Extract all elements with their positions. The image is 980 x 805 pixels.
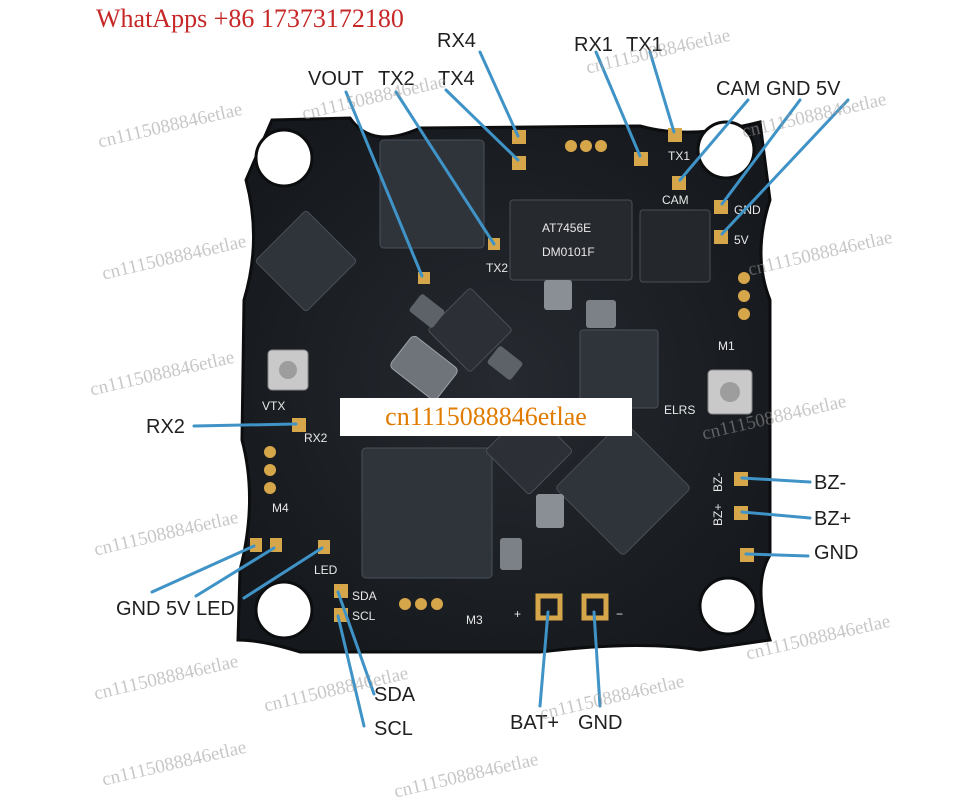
mount-hole-bottom-left xyxy=(254,580,314,640)
silk-bz-plus: BZ+ xyxy=(711,504,725,526)
silk-m4: M4 xyxy=(272,501,289,515)
callout-bz-minus: BZ- xyxy=(814,472,847,494)
silk-tx1: TX1 xyxy=(668,149,690,163)
callout-bz-plus: BZ+ xyxy=(814,508,852,530)
callout-bat-plus: BAT+ xyxy=(510,712,560,734)
callout-gnd-5v-led: GND 5V LED xyxy=(116,598,235,620)
chips xyxy=(255,139,753,579)
silk-elrs: ELRS xyxy=(664,403,695,417)
silk-led: LED xyxy=(314,563,338,577)
silk-cam: CAM xyxy=(662,193,689,207)
callout-tx1: TX1 xyxy=(626,34,663,56)
callout-rx2: RX2 xyxy=(146,416,185,438)
callout-tx4: TX4 xyxy=(438,68,475,90)
silk-scl: SCL xyxy=(352,609,376,623)
silk-bz-minus: BZ- xyxy=(711,473,725,492)
silk-vtx: VTX xyxy=(262,399,285,413)
callout-rx4: RX4 xyxy=(437,30,476,52)
mount-hole-bottom-right xyxy=(698,576,758,636)
silk-plus: + xyxy=(514,607,521,621)
silk-rx2: RX2 xyxy=(304,431,328,445)
silk-m3: M3 xyxy=(466,613,483,627)
callout-gnd-bottom: GND xyxy=(578,712,623,734)
silk-tx2: TX2 xyxy=(486,261,508,275)
callout-cam-gnd-5v: CAM GND 5V xyxy=(716,78,841,100)
callout-rx1: RX1 xyxy=(574,34,613,56)
callout-sda: SDA xyxy=(374,684,416,706)
callout-vout: VOUT xyxy=(308,68,364,90)
callout-tx2: TX2 xyxy=(378,68,415,90)
mount-hole-top-left xyxy=(254,128,314,188)
chip-marking-a: AT7456E xyxy=(542,221,591,235)
silkscreen-labels: TX1 CAM GND 5V TX2 VTX RX2 M4 M1 M3 ELRS… xyxy=(262,149,761,627)
chip-marking-b: DM0101F xyxy=(542,245,595,259)
callout-gnd-right: GND xyxy=(814,542,859,564)
silk-minus: − xyxy=(616,607,623,621)
mount-hole-top-right xyxy=(696,120,756,180)
center-watermark-tag: cn1115088846etlae xyxy=(340,398,632,436)
seller-contact: WhatApps +86 17373172180 xyxy=(96,4,404,33)
silk-m1: M1 xyxy=(718,339,735,353)
callout-scl: SCL xyxy=(374,718,413,740)
silk-sda: SDA xyxy=(352,589,377,603)
leader-lines xyxy=(150,50,850,728)
silk-5v: 5V xyxy=(734,233,749,247)
